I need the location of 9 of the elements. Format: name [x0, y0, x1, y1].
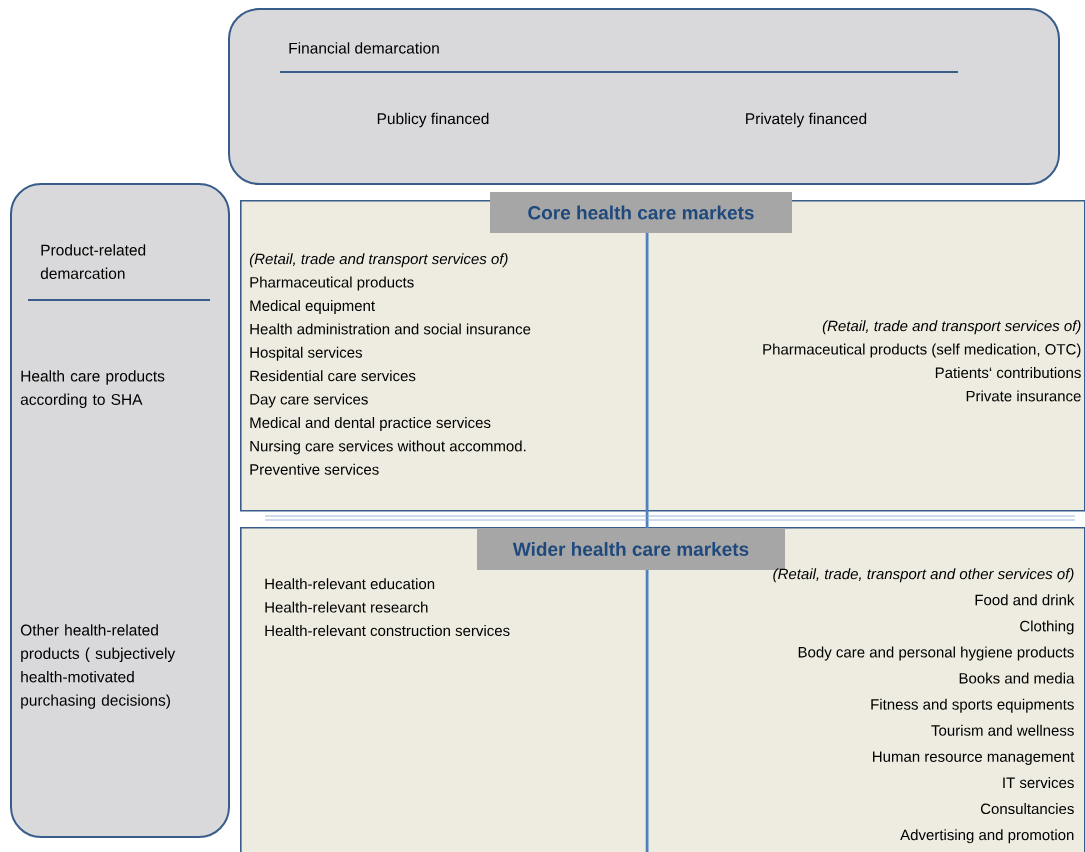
text-list: (Retail, trade and transport services of) Pharmaceutical products (self medication, OTC) Patients‘ contributions Private insurance — [763, 320, 1081, 402]
demarcation-box: Product-related demarcation Health care products according to SHA Other health-related products ( subjectively health-motivated purchasing decisions) — [10, 183, 230, 838]
text-list: (Retail, trade, transport and other services of) Food and drink Clothing Body care and personal hygiene products Books and media Fitness and sports equipments Tourism and wellness Human resource management IT services Consultancies Advertising and promotion — [773, 568, 1075, 844]
market-panel — [240, 527, 1085, 852]
text-list: (Retail, trade and transport services of) Pharmaceutical products Medical equipment Health administration and social insurance Hospital services Residential care services Day care services Medical and dental practice services Nursing care services without accommod. Preventive services — [249, 253, 531, 475]
market-panel — [240, 200, 1085, 512]
demarcation-box: Financial demarcation Publicy financed Privately financed — [228, 8, 1060, 185]
text-list: Health-relevant education Health-relevant research Health-relevant construction services — [265, 578, 510, 636]
heading-tab: Core health care markets — [490, 192, 792, 233]
